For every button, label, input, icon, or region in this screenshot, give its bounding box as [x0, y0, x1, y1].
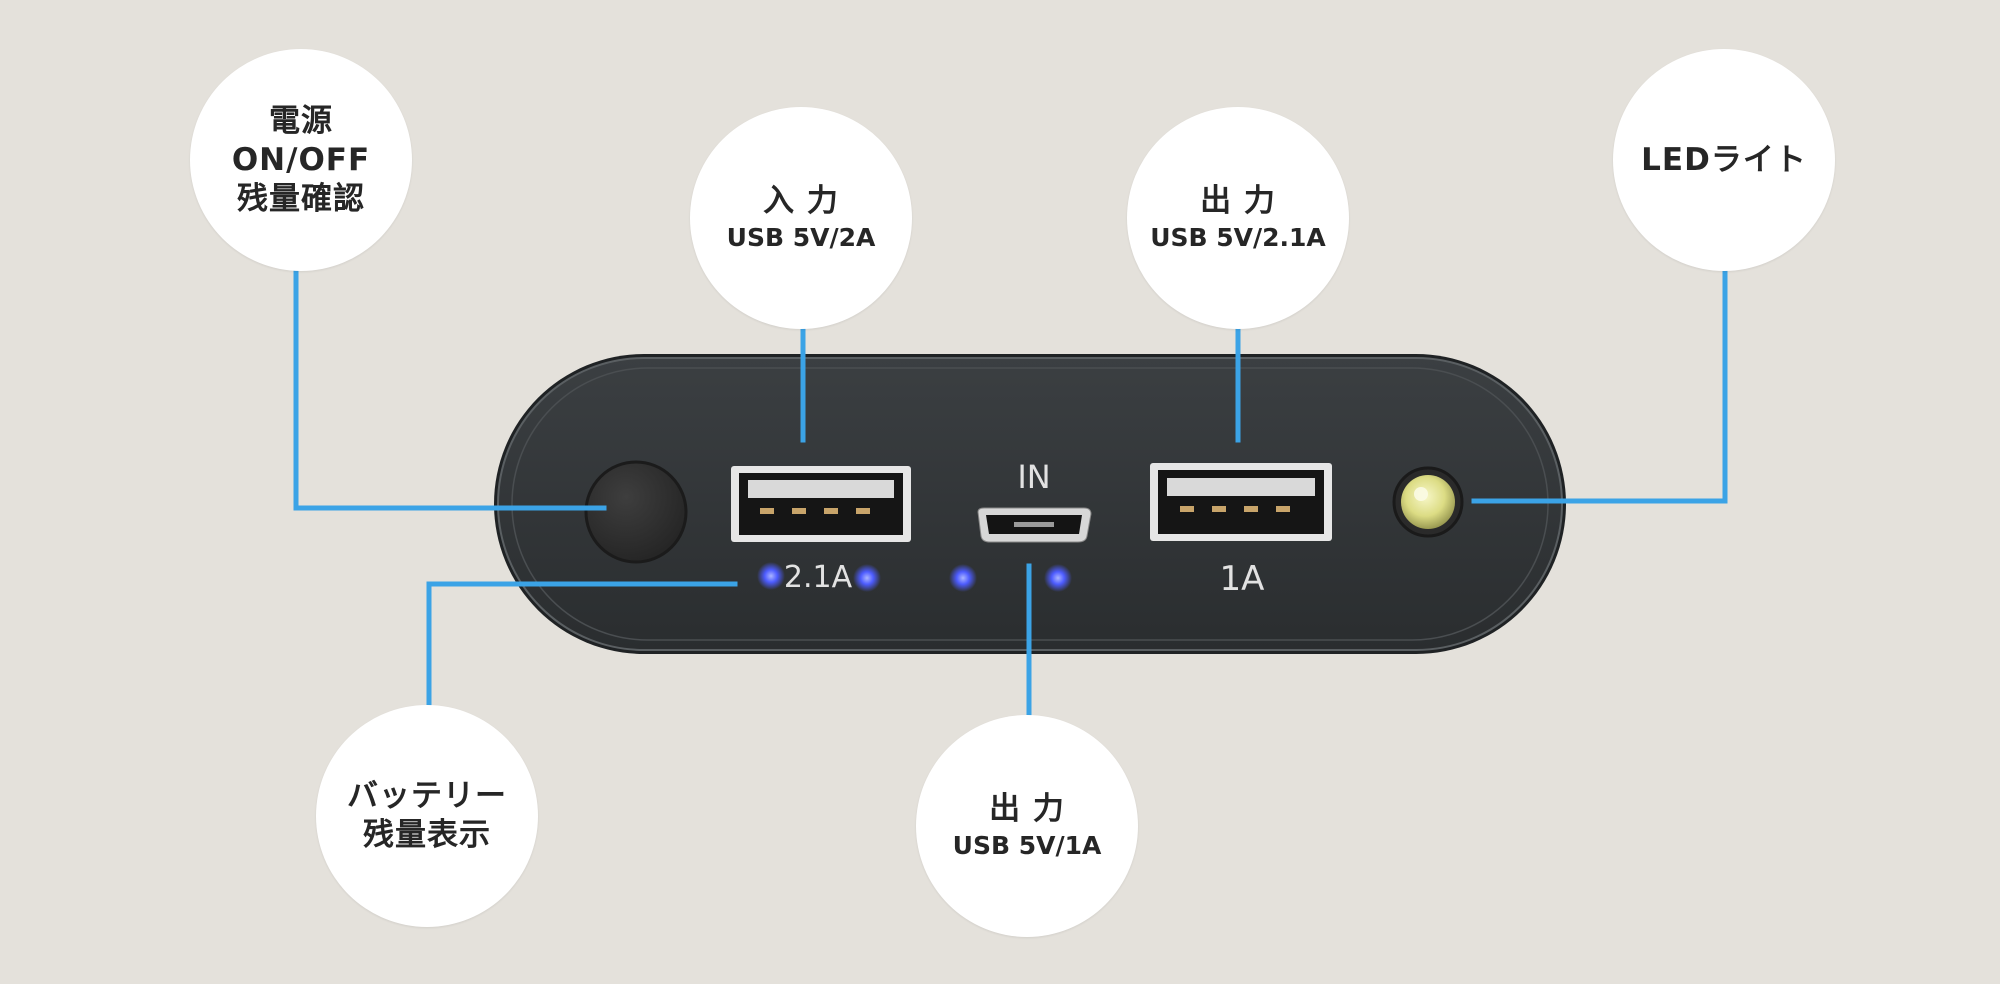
usb-a-port-icon	[1150, 463, 1332, 541]
callout-input-spec: USB 5V/2A	[726, 222, 876, 252]
indicator-led	[757, 562, 785, 590]
callout-output-1a-spec: USB 5V/1A	[952, 830, 1102, 860]
power-button-icon[interactable]	[584, 460, 688, 564]
callout-battery: バッテリー 残量表示	[316, 705, 538, 927]
indicator-led	[1044, 564, 1072, 592]
callout-power: 電源 ON/OFF 残量確認	[190, 49, 412, 271]
leader-line-led	[1471, 269, 1728, 504]
right-port-label: 1A	[1220, 559, 1265, 599]
callout-power-line-2: ON/OFF	[231, 141, 371, 178]
callout-led-title: LEDライト	[1641, 141, 1807, 178]
callout-input: 入 力 USB 5V/2A	[690, 107, 912, 329]
callout-led: LEDライト	[1613, 49, 1835, 271]
leader-lines	[293, 267, 1728, 719]
battery-indicator-leds	[757, 562, 1072, 592]
left-port-label: 2.1A	[784, 560, 853, 595]
leader-line-power	[293, 267, 607, 511]
flashlight-lens-icon	[1392, 466, 1464, 538]
callout-battery-line-1: バッテリー	[347, 778, 507, 814]
callout-output-21a-title: 出 力	[1200, 182, 1276, 219]
indicator-led	[853, 564, 881, 592]
indicator-led	[949, 564, 977, 592]
callout-power-line-3: 残量確認	[237, 180, 365, 217]
callout-output-1a: 出 力 USB 5V/1A	[916, 715, 1138, 937]
usb-a-port-icon	[731, 466, 911, 542]
micro-usb-port-icon	[977, 507, 1092, 543]
callout-input-title: 入 力	[763, 182, 839, 219]
callout-battery-line-2: 残量表示	[363, 817, 491, 853]
callout-output-21a-spec: USB 5V/2.1A	[1150, 222, 1326, 252]
callout-power-line-1: 電源	[269, 102, 333, 139]
callout-output-1a-title: 出 力	[989, 790, 1065, 827]
callout-output-21a: 出 力 USB 5V/2.1A	[1127, 107, 1349, 329]
leader-line-battery	[426, 581, 738, 710]
micro-port-label: IN	[1017, 458, 1050, 496]
